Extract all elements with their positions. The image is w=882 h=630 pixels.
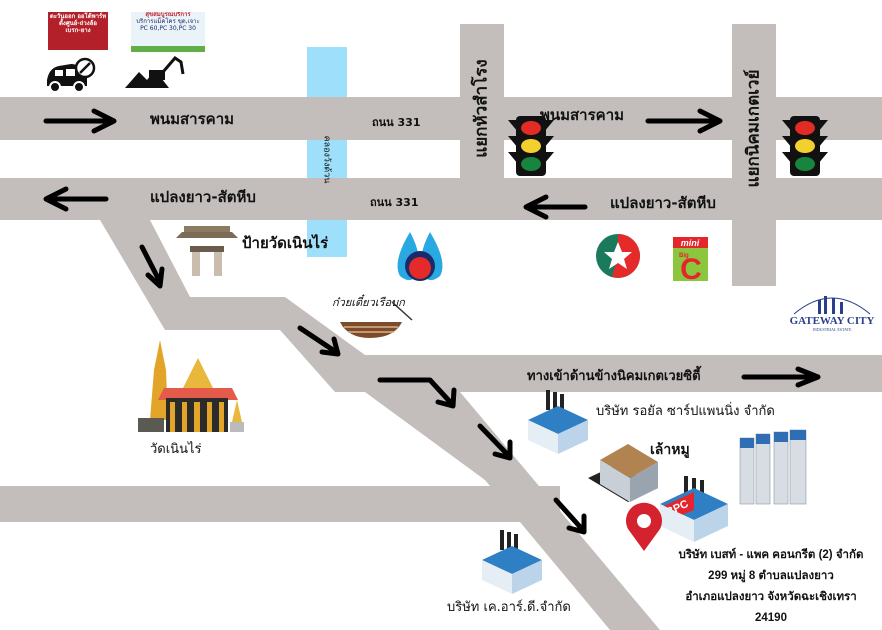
junction-label-hua-samrong: แยกหัวสำโรง: [471, 59, 492, 158]
ptt-gas-station-icon: [397, 232, 443, 281]
arrow-down-right-icon: [553, 497, 587, 535]
svg-text:GATEWAY CITY: GATEWAY CITY: [790, 315, 875, 327]
service-sign-line: บริการแม็คโคร ขุด,เจาะ: [136, 17, 200, 25]
arrow-right-icon: [741, 366, 821, 388]
destination-postcode: 24190: [755, 612, 787, 624]
garage-sign-line: ตั้งศูนย์-ถ่วงล้อ: [59, 19, 97, 27]
road-label-plaeng-yao-sattahip: แปลงยาว-สัตหีบ: [610, 194, 716, 212]
destination-company: บริษัท เบสท์ - แพค คอนกรีต (2) จำกัด: [678, 549, 864, 561]
arrow-right-icon: [43, 108, 117, 134]
location-pin-icon: [626, 502, 662, 551]
route-number-label: ถนน 331: [372, 116, 421, 129]
excavator-icon: [125, 56, 185, 88]
road-gateway-junction: [732, 24, 776, 286]
road-label-phanom-sarakham: พนมสารคาม: [540, 106, 625, 124]
wat-noen-rai-temple-icon: [138, 340, 244, 432]
mini-big-c-logo: mini Big C: [673, 237, 708, 286]
excavator-service-sign: สุขสมบูรณ์บริการ บริการแม็คโคร ขุด,เจาะ …: [131, 12, 205, 52]
arrow-left-icon: [43, 186, 109, 212]
road-network: [0, 24, 882, 630]
arrow-bend-down-icon: [377, 377, 457, 409]
road-label-plaeng-yao-sattahip: แปลงยาว-สัตหีบ: [150, 188, 256, 206]
caltex-gas-station-icon: [596, 234, 640, 278]
gateway-city-logo: GATEWAY CITY INDUSTRIAL ESTATE: [790, 296, 875, 332]
svg-text:C: C: [680, 253, 702, 286]
noodle-shop-label: ก๋วยเตี๋ยวเรือบก: [332, 296, 405, 309]
destination-address-line: อำเภอแปลงยาว จังหวัดฉะเชิงเทรา: [685, 591, 857, 603]
krd-company-label: บริษัท เค.อาร์.ดี.จำกัด: [447, 600, 571, 615]
arrow-right-icon: [645, 108, 723, 134]
destination-address-line: 299 หมู่ 8 ตำบลแปลงยาว: [708, 570, 834, 582]
royal-sharp-label: บริษัท รอยัล ซาร์ปแพนนิ่ง จำกัด: [596, 404, 775, 419]
arrow-down-right-icon: [477, 423, 513, 461]
pig-farm-building-icon: [588, 444, 658, 502]
traffic-light-icon: [782, 116, 828, 176]
factory-krd-icon: [482, 530, 542, 594]
garage-sign-line: ตะวันออก ออโต้พาร์ท: [49, 13, 107, 20]
service-sign-line: PC 60,PC 30,PC 30: [140, 24, 196, 32]
temple-label: วัดเนินไร่: [150, 442, 202, 457]
factory-bpc-icon: BPC: [660, 476, 728, 542]
car-repair-icon: [47, 57, 96, 93]
road-hua-samrong: [460, 24, 504, 194]
arrow-down-right-icon: [139, 244, 165, 289]
noodle-boat-icon: [340, 301, 413, 338]
temple-gate-icon: [176, 226, 238, 276]
junction-label-gateway: แยกนิคมเกตเวย์: [743, 69, 764, 188]
arrow-left-icon: [523, 194, 588, 220]
pig-farm-label: เล้าหมู: [650, 442, 690, 458]
road-diagonal-upper: [100, 220, 882, 630]
factory-royal-sharp-icon: [528, 390, 588, 454]
canal-label: คลองวังด้วน: [321, 135, 332, 184]
service-sign-title: สุขสมบูรณ์บริการ: [145, 12, 191, 18]
temple-sign-label: ป้ายวัดเนินไร่: [242, 234, 329, 252]
road-label-phanom-sarakham: พนมสารคาม: [150, 110, 235, 128]
road-bottom: [0, 486, 560, 522]
traffic-light-icon: [508, 116, 554, 176]
garage-sign-line: เบรก-ยาง: [65, 26, 91, 34]
destination-address: บริษัท เบสท์ - แพค คอนกรีต (2) จำกัด 299…: [660, 545, 882, 629]
svg-text:INDUSTRIAL ESTATE: INDUSTRIAL ESTATE: [813, 327, 853, 332]
cement-silos-icon: [739, 429, 807, 505]
canal-crossing: [307, 140, 347, 178]
arrow-down-right-icon: [297, 325, 341, 357]
garage-sign: ตะวันออก ออโต้พาร์ท ตั้งศูนย์-ถ่วงล้อ เบ…: [48, 12, 108, 50]
side-entrance-label: ทางเข้าด้านข้างนิคมเกตเวยซิตี้: [527, 369, 701, 384]
svg-text:Big: Big: [679, 253, 689, 259]
route-number-label: ถนน 331: [370, 196, 419, 209]
svg-text:mini: mini: [681, 238, 700, 248]
